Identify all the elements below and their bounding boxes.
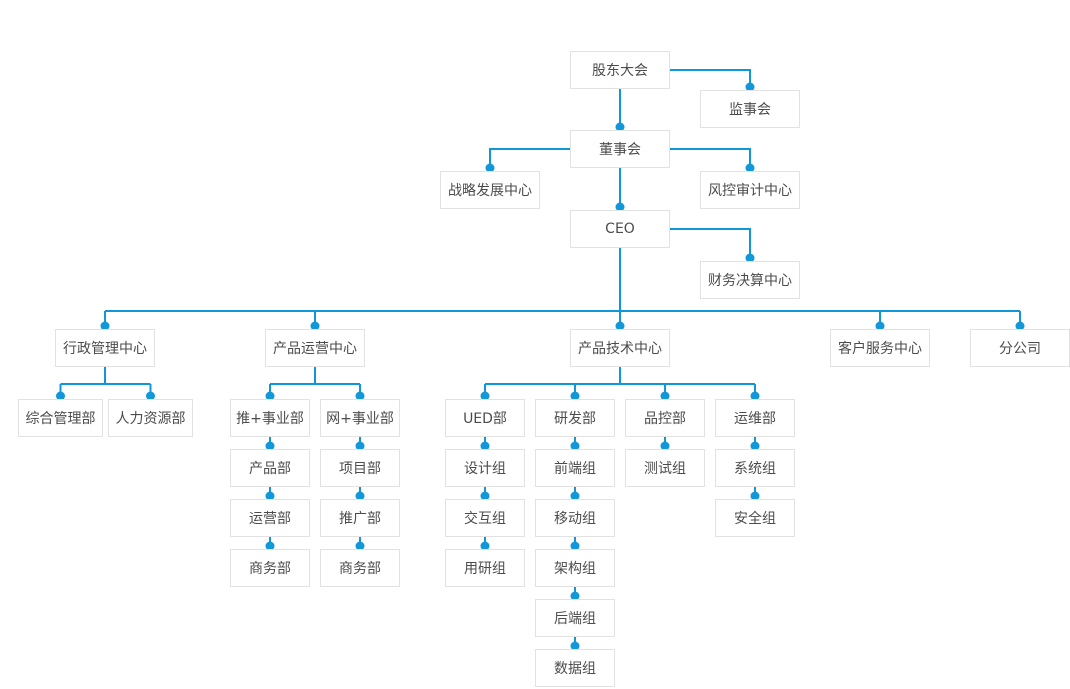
node-finance-settlement-center: 财务决算中心 xyxy=(700,261,800,299)
node-quality-control-dept: 品控部 xyxy=(625,399,705,437)
node-strategy-development-center: 战略发展中心 xyxy=(440,171,540,209)
node-ops-maintenance-dept: 运维部 xyxy=(715,399,795,437)
node-testing-group: 测试组 xyxy=(625,449,705,487)
node-general-management-dept: 综合管理部 xyxy=(18,399,103,437)
node-design-group: 设计组 xyxy=(445,449,525,487)
node-system-group: 系统组 xyxy=(715,449,795,487)
node-business-dept-2: 商务部 xyxy=(320,549,400,587)
node-hr-dept: 人力资源部 xyxy=(108,399,193,437)
node-operations-dept: 运营部 xyxy=(230,499,310,537)
node-wang-plus-business-dept: 网+事业部 xyxy=(320,399,400,437)
node-product-dept: 产品部 xyxy=(230,449,310,487)
node-customer-service-center: 客户服务中心 xyxy=(830,329,930,367)
node-risk-audit-center: 风控审计中心 xyxy=(700,171,800,209)
node-security-group: 安全组 xyxy=(715,499,795,537)
node-data-group: 数据组 xyxy=(535,649,615,687)
node-frontend-group: 前端组 xyxy=(535,449,615,487)
node-product-technology-center: 产品技术中心 xyxy=(570,329,670,367)
node-admin-management-center: 行政管理中心 xyxy=(55,329,155,367)
node-supervisory-board: 监事会 xyxy=(700,90,800,128)
node-architecture-group: 架构组 xyxy=(535,549,615,587)
node-backend-group: 后端组 xyxy=(535,599,615,637)
node-branch-company: 分公司 xyxy=(970,329,1070,367)
node-ceo: CEO xyxy=(570,210,670,248)
edges-admin-subtree xyxy=(59,367,152,399)
node-interaction-group: 交互组 xyxy=(445,499,525,537)
node-user-research-group: 用研组 xyxy=(445,549,525,587)
node-project-dept: 项目部 xyxy=(320,449,400,487)
connection-dots xyxy=(56,82,1025,651)
node-mobile-group: 移动组 xyxy=(535,499,615,537)
node-business-dept-1: 商务部 xyxy=(230,549,310,587)
node-rd-dept: 研发部 xyxy=(535,399,615,437)
node-promotion-dept: 推广部 xyxy=(320,499,400,537)
node-ued-dept: UED部 xyxy=(445,399,525,437)
node-product-operations-center: 产品运营中心 xyxy=(265,329,365,367)
node-shareholders-meeting: 股东大会 xyxy=(570,51,670,89)
node-tui-plus-business-dept: 推+事业部 xyxy=(230,399,310,437)
node-board-of-directors: 董事会 xyxy=(570,130,670,168)
